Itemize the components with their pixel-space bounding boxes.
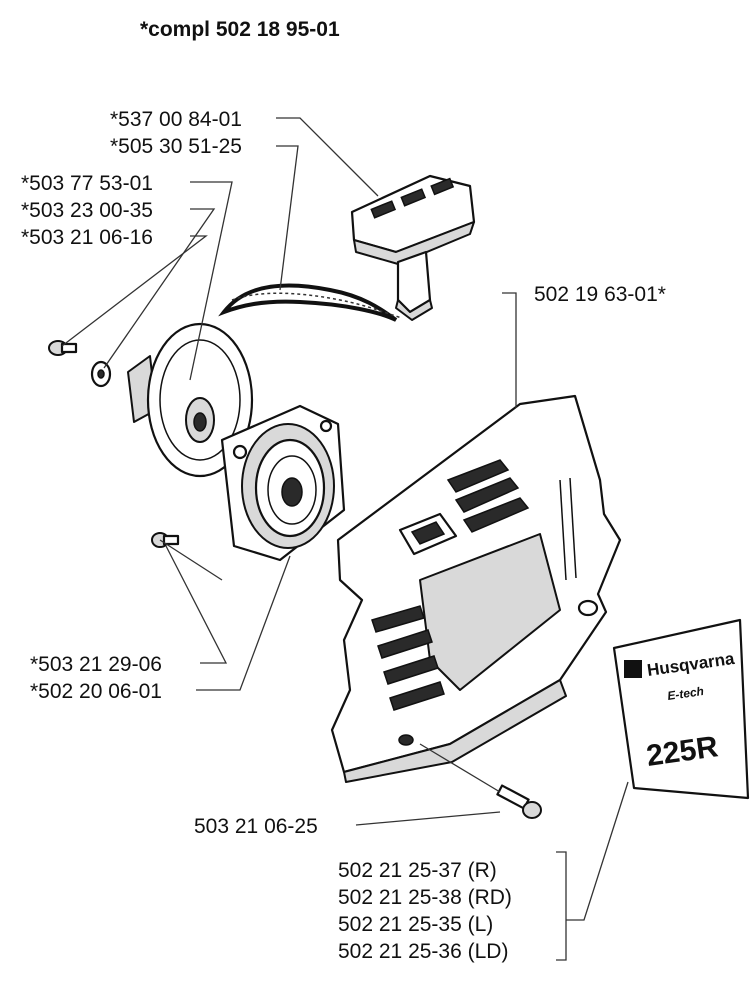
label-screw-cover: 503 21 06-25 xyxy=(194,815,318,838)
decal-sub: E-tech xyxy=(666,684,704,703)
label-screw-pulley: *503 21 06-16 xyxy=(21,226,153,249)
label-decal-rd: 502 21 25-38 (RD) xyxy=(338,886,512,909)
starter-rope xyxy=(218,283,398,322)
label-handle: *537 00 84-01 xyxy=(110,108,242,131)
label-pulley: *503 77 53-01 xyxy=(21,172,153,195)
cover-screw xyxy=(496,784,542,819)
assembly-title: *compl 502 18 95-01 xyxy=(140,18,340,41)
leader-lines xyxy=(61,117,629,961)
pulley-screw xyxy=(48,340,78,356)
decal: Husqvarna E-tech 225R xyxy=(612,618,750,800)
label-decal-ld: 502 21 25-36 (LD) xyxy=(338,940,508,963)
housing-screw xyxy=(151,532,180,548)
starter-cover xyxy=(330,394,622,783)
label-decal-l: 502 21 25-35 (L) xyxy=(338,913,493,936)
starter-housing xyxy=(220,404,346,562)
label-screw-housing: *503 21 29-06 xyxy=(30,653,162,676)
crown-logo-icon xyxy=(624,660,642,678)
label-decal-r: 502 21 25-37 (R) xyxy=(338,859,497,882)
washer xyxy=(90,360,112,388)
label-washer: *503 23 00-35 xyxy=(21,199,153,222)
label-cover: 502 19 63-01* xyxy=(534,283,666,306)
starter-handle xyxy=(350,174,476,321)
label-rope: *505 30 51-25 xyxy=(110,135,242,158)
label-housing: *502 20 06-01 xyxy=(30,680,162,703)
